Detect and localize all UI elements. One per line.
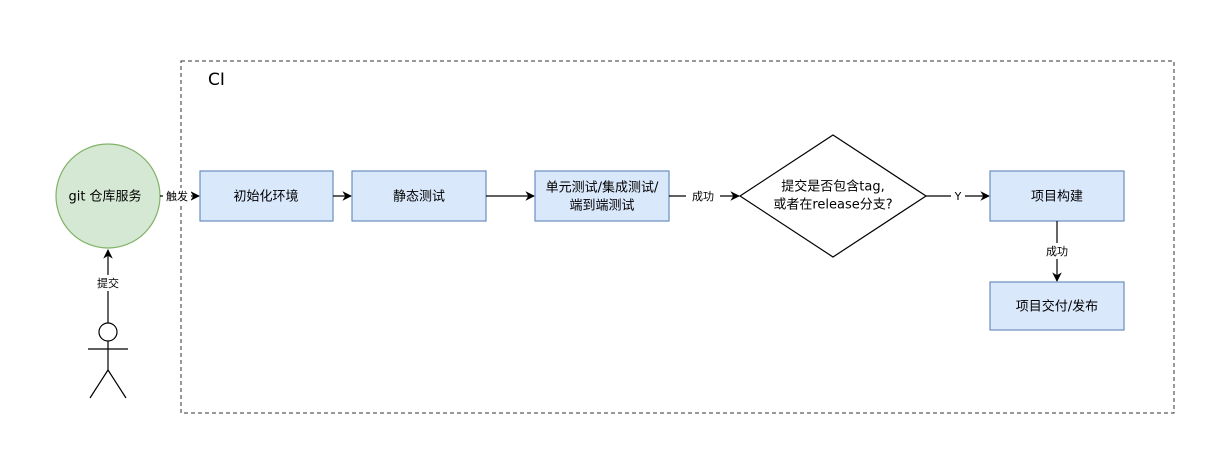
build-label: 项目构建 <box>1031 190 1083 205</box>
static-test-label: 静态测试 <box>393 190 445 205</box>
success-label-bg <box>686 188 720 204</box>
init-env-label: 初始化环境 <box>233 190 298 205</box>
tests-node[interactable] <box>534 170 670 222</box>
decision-label-line2: 或者在release分支? <box>773 198 892 213</box>
tests-label-line1: 单元测试/集成测试/ <box>546 180 659 196</box>
repo-label: git 仓库服务 <box>68 189 141 205</box>
success-build-edge-label: 成功 <box>1046 245 1068 258</box>
yes-edge-label: Y <box>954 190 962 203</box>
developer-actor-icon <box>88 322 128 399</box>
static-test-node[interactable] <box>351 170 487 222</box>
decision-label-line1: 提交是否包含tag, <box>781 179 884 195</box>
commit-label-bg <box>90 275 126 291</box>
trigger-edge-label: 触发 <box>166 189 188 203</box>
ci-group-label: CI <box>208 70 225 90</box>
commit-edge-label: 提交 <box>97 276 119 290</box>
deliver-node[interactable] <box>989 281 1125 331</box>
decision-node[interactable] <box>738 134 928 258</box>
tests-label-line2: 端到端测试 <box>569 199 634 214</box>
yes-label-bg <box>951 188 965 204</box>
deliver-label: 项目交付/发布 <box>1016 299 1098 315</box>
trigger-label-bg <box>163 188 191 204</box>
success-edge-label: 成功 <box>692 190 714 203</box>
ci-group-border <box>180 60 1175 414</box>
success-build-label-bg <box>1040 243 1074 259</box>
